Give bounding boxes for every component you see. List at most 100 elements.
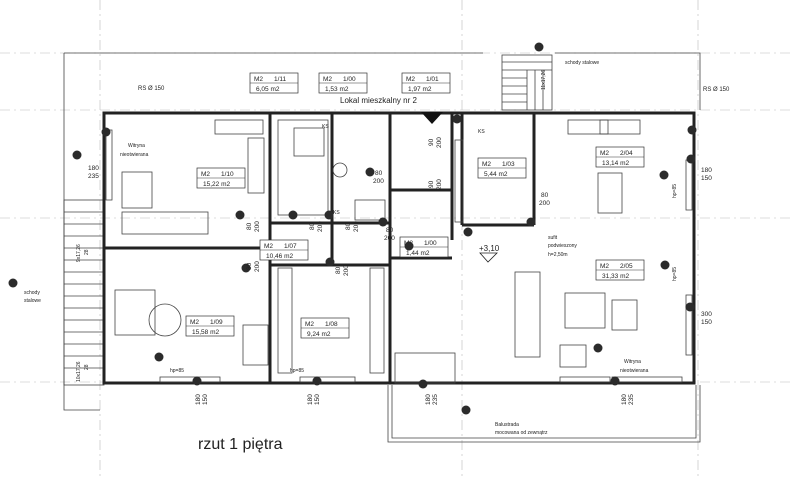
door-dim-2-height: 200	[436, 137, 443, 148]
callout-pin	[192, 376, 202, 386]
room-label-1-11: M2 1/11 6,05 m2	[249, 72, 299, 94]
stair-left-top2: 28	[84, 249, 90, 255]
schody-left-label-2: stalowe	[24, 298, 41, 304]
room-code: M2	[305, 321, 314, 328]
door-dim-4-height: 200	[539, 200, 550, 207]
room-code: M2	[264, 243, 273, 250]
witryna-left-2: nieotwierana	[120, 152, 149, 158]
window-dim-bot-4-width: 180	[621, 394, 628, 405]
callout-pin	[463, 227, 473, 237]
door-dim-1-height: 200	[373, 178, 384, 185]
room-area: 31,33 m2	[602, 273, 629, 280]
apartment-label: Lokal mieszkalny nr 2	[340, 96, 417, 105]
room-number: 1/00	[343, 76, 356, 83]
room-area: 1,53 m2	[325, 86, 349, 93]
room-number: 1/09	[210, 319, 223, 326]
door-dim-7-height: 200	[353, 221, 360, 232]
window-dim-right-2-height: 150	[701, 319, 712, 326]
balustrada-2: mocowana od zewnątrz	[495, 430, 548, 436]
room-number: 2/05	[620, 263, 633, 270]
callout-pin	[312, 376, 322, 386]
room-area: 15,22 m2	[203, 181, 230, 188]
room-area: 6,05 m2	[256, 86, 280, 93]
window-dim-right-1-height: 150	[701, 175, 712, 182]
callout-pin	[288, 210, 298, 220]
room-code: M2	[323, 76, 332, 83]
callout-pin	[404, 241, 414, 251]
room-number: 1/11	[274, 76, 287, 83]
callout-pin	[72, 150, 82, 160]
window-dim-left-width: 180	[88, 165, 99, 172]
window-dim-bot-3-height: 235	[432, 394, 439, 405]
callout-pin	[365, 167, 375, 177]
callout-pin	[8, 278, 18, 288]
room-area: 13,14 m2	[602, 160, 629, 167]
room-number: 1/08	[325, 321, 338, 328]
callout-pin	[241, 263, 251, 273]
stair-top-label: 11x17,26	[541, 70, 547, 90]
callout-pin	[687, 125, 697, 135]
callout-pin	[685, 302, 695, 312]
callout-pin	[325, 257, 335, 267]
rs-left-label: RS Ø 150	[138, 86, 165, 92]
callout-pin	[593, 343, 603, 353]
room-label-1-01: M2 1/01 1,97 m2	[401, 72, 451, 94]
callout-pin	[324, 210, 334, 220]
callout-pin	[686, 154, 696, 164]
window-dim-bot-1-height: 150	[202, 394, 209, 405]
window-dim-right-1-width: 180	[701, 167, 712, 174]
room-number: 1/03	[502, 161, 515, 168]
rs-right-label: RS Ø 150	[703, 87, 730, 93]
level-marker	[479, 252, 498, 263]
room-number: 1/00	[424, 240, 437, 247]
hp85-1: hp=85	[170, 368, 184, 374]
callout-pin	[659, 170, 669, 180]
stairs-left	[63, 199, 105, 386]
door-dim-6-height: 200	[317, 221, 324, 232]
room-area: 15,58 m2	[192, 329, 219, 336]
ks-label-1: KS	[322, 124, 329, 130]
ks-label-3: KS	[478, 129, 485, 135]
callout-pin	[235, 210, 245, 220]
door-dim-1-width: 80	[375, 170, 383, 177]
stair-left-bot: 10x17,26	[76, 361, 82, 382]
hp85-4: hp=85	[672, 267, 678, 281]
room-code: M2	[190, 319, 199, 326]
plan-title: rzut 1 piętra	[198, 436, 283, 453]
window-dim-left-height: 235	[88, 173, 99, 180]
room-area: 10,46 m2	[266, 253, 293, 260]
callout-pin	[154, 352, 164, 362]
door-dim-6-width: 80	[309, 222, 316, 230]
room-area: 1,97 m2	[408, 86, 432, 93]
door-dim-2-width: 90	[428, 138, 435, 146]
room-code: M2	[406, 76, 415, 83]
callout-pin	[452, 114, 462, 124]
witryna-left-1: Witryna	[128, 143, 145, 149]
ks-label-2: KS	[333, 210, 340, 216]
terrace-outline	[63, 52, 701, 443]
door-dim-8-height: 200	[384, 235, 395, 242]
room-number: 2/04	[620, 150, 633, 157]
callout-pin	[526, 217, 536, 227]
window-dim-bot-2-width: 180	[307, 394, 314, 405]
door-dim-3-width: 90	[428, 180, 435, 188]
stair-left-top: 9x17,26	[76, 244, 82, 262]
sufit-3: h=2,50m	[548, 252, 568, 258]
door-dim-4-width: 80	[541, 192, 549, 199]
schody-left-label-1: schody	[24, 290, 40, 296]
room-code: M2	[254, 76, 263, 83]
callout-pin	[101, 127, 111, 137]
window-dim-bot-1-width: 180	[195, 394, 202, 405]
room-code: M2	[201, 171, 210, 178]
door-dim-5-height: 200	[254, 221, 261, 232]
room-number: 1/01	[426, 76, 439, 83]
callout-pins	[8, 42, 697, 415]
